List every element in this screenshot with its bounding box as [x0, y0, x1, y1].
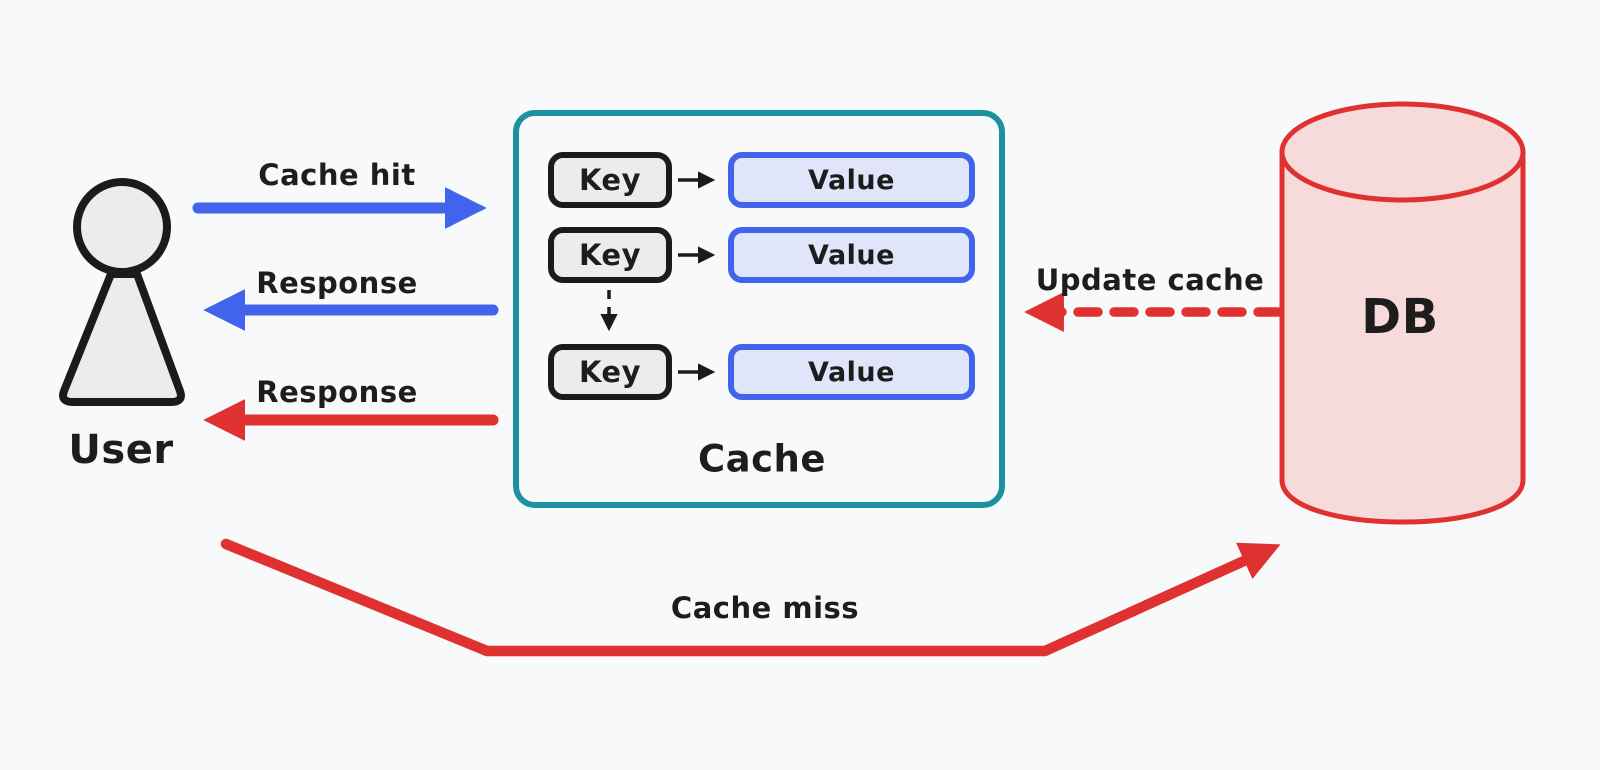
cache-hit-label: Cache hit: [258, 158, 416, 192]
key-label-2: Key: [578, 238, 642, 272]
key-label-3: Key: [578, 355, 642, 389]
user-icon: [59, 178, 185, 406]
value-label-3: Value: [808, 356, 895, 388]
key-box-1: Key: [548, 152, 672, 208]
cache-miss-label: Cache miss: [670, 591, 860, 625]
cache-box: [513, 110, 1005, 508]
key-box-3: Key: [548, 344, 672, 400]
response-cache-label: Response: [256, 266, 418, 300]
value-box-3: Value: [728, 344, 975, 400]
value-label-1: Value: [808, 164, 895, 196]
update-cache-label: Update cache: [1035, 263, 1265, 297]
value-label-2: Value: [808, 239, 895, 271]
value-box-1: Value: [728, 152, 975, 208]
response-db-label: Response: [256, 375, 418, 409]
database-cylinder-icon: [1279, 101, 1526, 525]
key-label-1: Key: [578, 163, 642, 197]
value-box-2: Value: [728, 227, 975, 283]
cache-label: Cache: [698, 437, 826, 481]
user-label: User: [68, 427, 174, 473]
db-label: DB: [1361, 289, 1439, 345]
cache-miss-arrow: [220, 538, 1281, 657]
key-box-2: Key: [548, 227, 672, 283]
